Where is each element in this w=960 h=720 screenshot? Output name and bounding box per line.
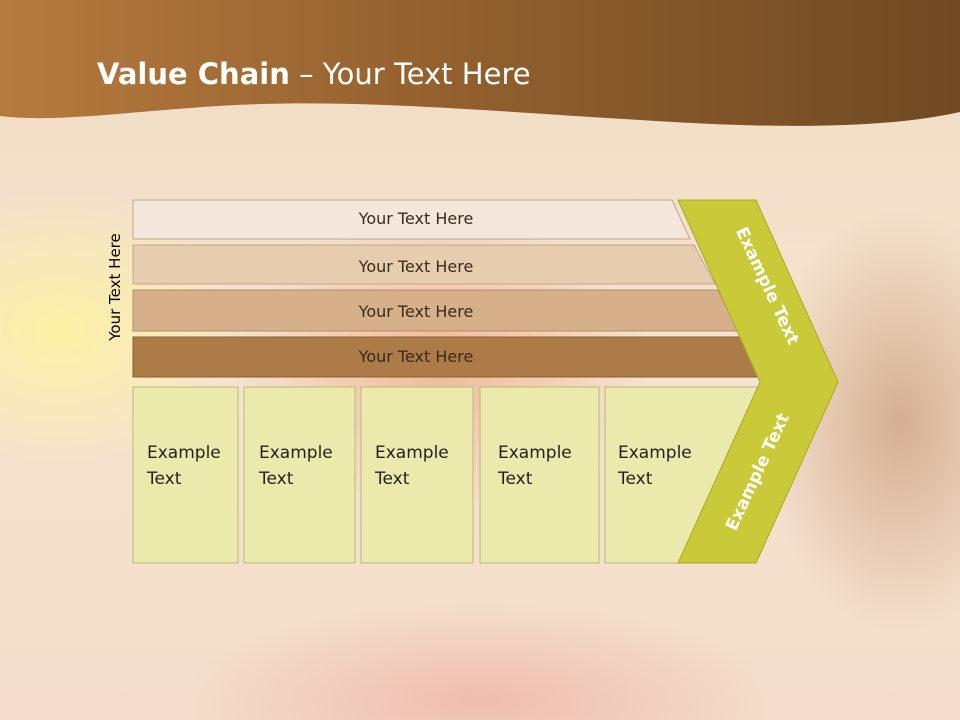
bar-shape-2 bbox=[132, 244, 716, 285]
chevron-shape bbox=[677, 199, 839, 564]
box-label-3: Example Text bbox=[375, 443, 449, 489]
header-band bbox=[0, 0, 960, 126]
bar-label-3: Your Text Here bbox=[358, 302, 474, 321]
slide-title: Value Chain – Your Text Here bbox=[97, 54, 531, 94]
bar-shape-1 bbox=[132, 199, 691, 240]
bar-label-1: Your Text Here bbox=[358, 209, 474, 228]
box-label-1: Example Text bbox=[147, 443, 221, 489]
box-shape-4 bbox=[479, 386, 600, 564]
box-shape-1 bbox=[132, 386, 239, 564]
box-label-5: Example Text bbox=[618, 443, 692, 489]
bar-label-2: Your Text Here bbox=[358, 257, 474, 276]
title-bold: Value Chain bbox=[97, 57, 290, 91]
box-label-4: Example Text bbox=[498, 443, 572, 489]
box-shape-3 bbox=[360, 386, 474, 564]
box-label-2: Example Text bbox=[259, 443, 333, 489]
box-shape-2 bbox=[243, 386, 356, 564]
bar-label-4: Your Text Here bbox=[358, 347, 474, 366]
diagram-reflection bbox=[0, 563, 960, 720]
title-rest: – Your Text Here bbox=[289, 57, 531, 91]
